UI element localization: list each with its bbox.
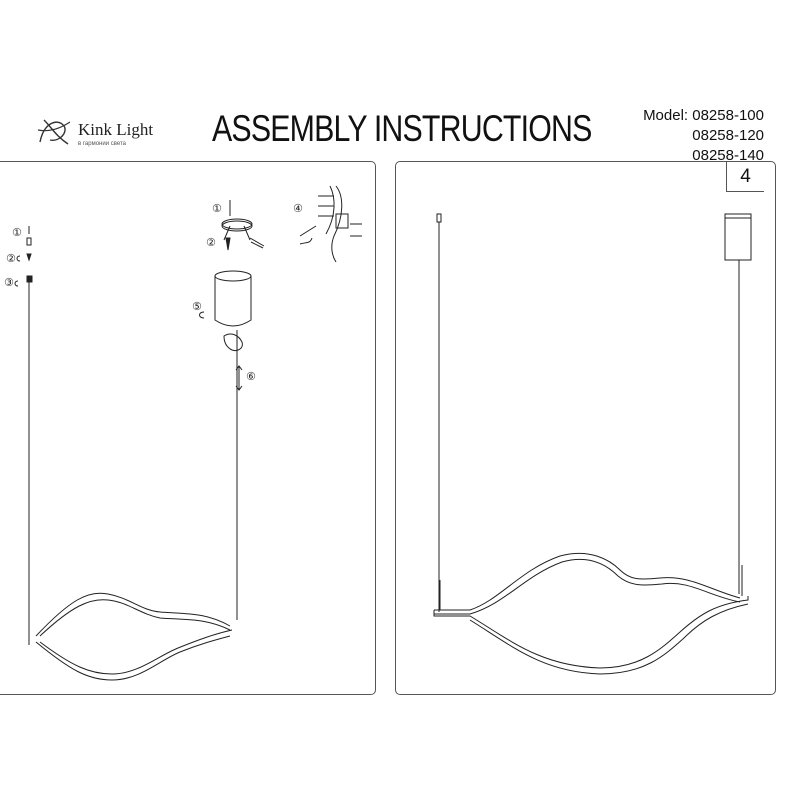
step-label-3-left: ③ xyxy=(4,276,14,289)
page-number: 4 xyxy=(726,161,764,192)
step-label-5: ⑤ xyxy=(192,300,202,313)
model-line-1: Model: 08258-100 xyxy=(643,107,764,124)
model-list: Model: 08258-100 08258-120 08258-140 xyxy=(643,106,764,166)
brand-logo: Kink Light в гармонии света xyxy=(34,112,174,152)
adjust-height-arrow-icon xyxy=(235,365,243,391)
step-label-1-left: ① xyxy=(12,226,22,239)
brand-logo-icon xyxy=(37,119,71,145)
step-label-1-right: ① xyxy=(212,202,222,215)
panel-assembled-view xyxy=(395,161,776,695)
ceiling-plate xyxy=(221,200,265,251)
brand-name: Kink Light xyxy=(78,120,154,139)
step-label-2-left: ② xyxy=(6,252,16,265)
model-line-3: 08258-140 xyxy=(692,147,764,164)
wiring-detail xyxy=(299,185,362,263)
wave-lamp-right xyxy=(433,552,749,675)
model-line-2: 08258-120 xyxy=(692,127,764,144)
step-label-6: ⑥ xyxy=(246,370,256,383)
page-title: ASSEMBLY INSTRUCTIONS xyxy=(212,108,592,149)
panel-assembly-steps xyxy=(0,161,376,695)
right-view-canopy xyxy=(724,213,752,261)
hand-icon xyxy=(223,333,243,351)
wave-lamp-left xyxy=(35,592,233,681)
step-label-2-right: ② xyxy=(206,236,216,249)
canopy-cylinder xyxy=(199,270,252,327)
right-view-cable-clamp xyxy=(436,213,442,223)
left-cable-hardware xyxy=(14,226,33,287)
brand-tagline: в гармонии света xyxy=(78,141,127,147)
step-label-4: ④ xyxy=(293,202,303,215)
